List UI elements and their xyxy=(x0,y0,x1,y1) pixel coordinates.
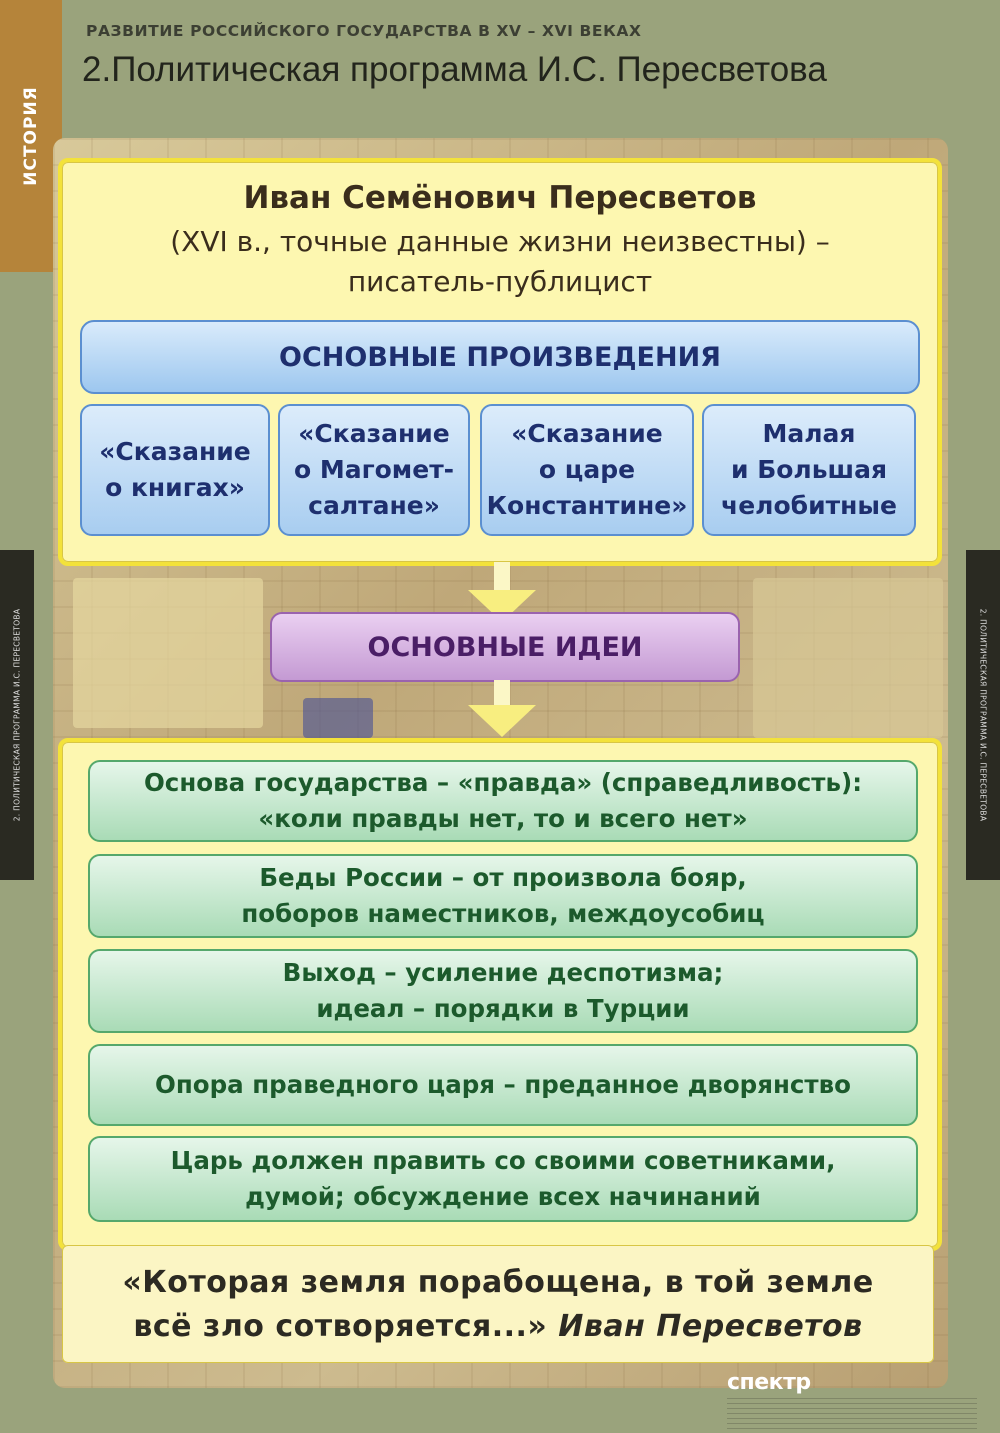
work-item: «Сказание о книгах» xyxy=(80,404,270,536)
ideas-panel: Основа государства – «правда» (справедли… xyxy=(58,738,942,1251)
author-dates: (XVI в., точные данные жизни неизвестны)… xyxy=(170,225,830,258)
work-item: «Сказание о царе Константине» xyxy=(480,404,694,536)
arrow-down-icon xyxy=(468,705,536,737)
author-role: писатель-публицист xyxy=(347,265,653,298)
quote-line-2-wrap: всё зло сотворяется...» Иван Пересветов xyxy=(62,1305,934,1349)
idea-item: Царь должен править со своими советникам… xyxy=(88,1136,918,1222)
map-region xyxy=(73,578,263,728)
quote-author: Иван Пересветов xyxy=(558,1309,863,1344)
works-panel: Иван Семёнович Пересветов (XVI в., точны… xyxy=(58,158,942,566)
publisher-logo: спектр xyxy=(727,1370,811,1395)
work-item: «Сказание о Магомет- салтане» xyxy=(278,404,470,536)
quote-line-2: всё зло сотворяется...» xyxy=(133,1309,548,1344)
map-region xyxy=(753,578,943,738)
quote-panel: «Которая земля порабощена, в той земле в… xyxy=(62,1245,934,1363)
idea-item: Опора праведного царя – преданное дворян… xyxy=(88,1044,918,1126)
idea-item: Выход – усиление деспотизма; идеал – пор… xyxy=(88,949,918,1033)
right-side-caption: 2. ПОЛИТИЧЕСКАЯ ПРОГРАММА И.С. ПЕРЕСВЕТО… xyxy=(966,550,1000,880)
ideas-header: ОСНОВНЫЕ ИДЕИ xyxy=(270,612,740,682)
map-flag xyxy=(303,698,373,738)
left-side-caption-text: 2. ПОЛИТИЧЕСКАЯ ПРОГРАММА И.С. ПЕРЕСВЕТО… xyxy=(12,608,22,822)
subject-tab: ИСТОРИЯ xyxy=(0,0,62,272)
author-name: Иван Семёнович Пересветов xyxy=(243,180,757,216)
works-header: ОСНОВНЫЕ ПРОИЗВЕДЕНИЯ xyxy=(80,320,920,394)
page-title: 2.Политическая программа И.С. Пересветов… xyxy=(82,50,827,89)
right-side-caption-text: 2. ПОЛИТИЧЕСКАЯ ПРОГРАММА И.С. ПЕРЕСВЕТО… xyxy=(978,608,988,822)
publisher-imprint xyxy=(727,1395,977,1429)
section-supertitle: РАЗВИТИЕ РОССИЙСКОГО ГОСУДАРСТВА В XV – … xyxy=(86,22,642,40)
quote-line-1: «Которая земля порабощена, в той земле xyxy=(122,1265,874,1300)
left-side-caption: 2. ПОЛИТИЧЕСКАЯ ПРОГРАММА И.С. ПЕРЕСВЕТО… xyxy=(0,550,34,880)
idea-item: Беды России – от произвола бояр, поборов… xyxy=(88,854,918,938)
subject-tab-label: ИСТОРИЯ xyxy=(21,86,41,186)
work-item: Малая и Большая челобитные xyxy=(702,404,916,536)
quote-text: «Которая земля порабощена, в той земле в… xyxy=(62,1261,934,1349)
idea-item: Основа государства – «правда» (справедли… xyxy=(88,760,918,842)
